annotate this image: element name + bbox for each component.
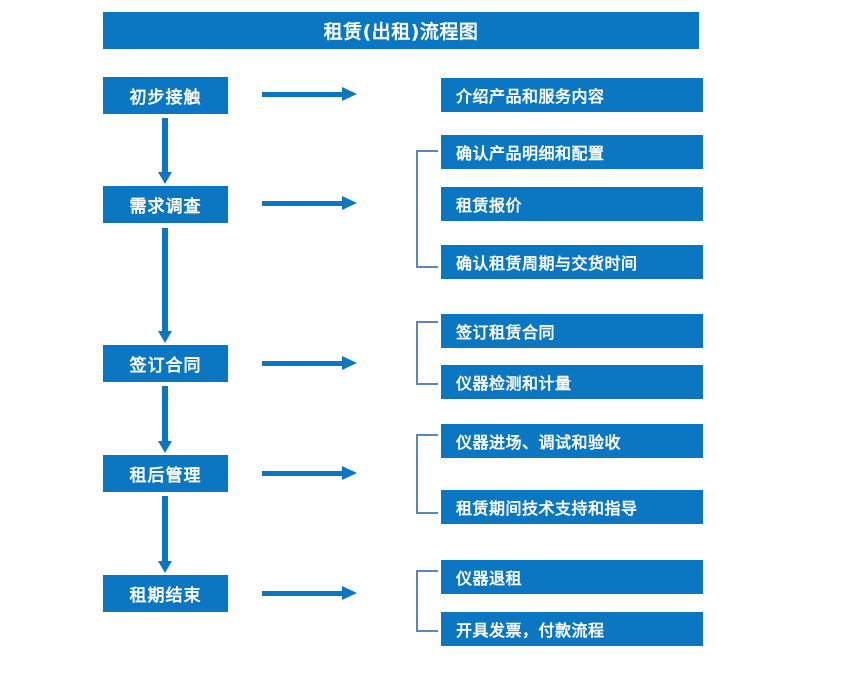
arrow-head-right-icon [342, 356, 357, 370]
arrow-shaft [162, 496, 168, 562]
arrow-shaft [162, 118, 168, 173]
detail-box-9[interactable]: 仪器退租 [441, 560, 703, 594]
arrow-shaft [162, 228, 168, 332]
page-title: 租赁(出租)流程图 [103, 12, 699, 49]
arrow-stage-3-to-stage-4 [158, 386, 172, 453]
detail-box-6[interactable]: 仪器检测和计量 [441, 365, 703, 399]
arrow-shaft [262, 201, 344, 206]
arrow-stage-1-to-stage-2 [158, 118, 172, 184]
detail-box-8[interactable]: 租赁期间技术支持和指导 [441, 490, 703, 524]
bracket-group-requirements [416, 150, 438, 268]
arrow-head-down-icon [158, 561, 172, 573]
detail-box-7[interactable]: 仪器进场、调试和验收 [441, 424, 703, 458]
stage-box-2[interactable]: 需求调查 [103, 186, 228, 223]
arrow-head-down-icon [158, 331, 172, 343]
arrow-head-right-icon [342, 196, 357, 210]
bracket-group-end-of-lease [416, 570, 438, 632]
stage-box-3[interactable]: 签订合同 [103, 345, 228, 382]
stage-box-5[interactable]: 租期结束 [103, 575, 228, 612]
stage-box-1[interactable]: 初步接触 [103, 77, 228, 114]
arrow-shaft [262, 92, 344, 97]
detail-box-10[interactable]: 开具发票，付款流程 [441, 612, 703, 646]
arrow-stage-2-to-details [262, 195, 358, 211]
detail-box-2[interactable]: 确认产品明细和配置 [441, 135, 703, 169]
arrow-head-down-icon [158, 441, 172, 453]
bracket-group-contract [416, 321, 438, 385]
arrow-shaft [262, 361, 344, 366]
arrow-head-down-icon [158, 172, 172, 184]
detail-box-4[interactable]: 确认租赁周期与交货时间 [441, 245, 703, 279]
arrow-shaft [262, 471, 344, 476]
arrow-stage-3-to-details [262, 355, 358, 371]
arrow-head-right-icon [342, 586, 357, 600]
arrow-stage-5-to-details [262, 585, 358, 601]
bracket-group-post-rental [416, 434, 438, 514]
arrow-head-right-icon [342, 466, 357, 480]
stage-box-4[interactable]: 租后管理 [103, 455, 228, 492]
arrow-stage-2-to-stage-3 [158, 228, 172, 343]
arrow-stage-4-to-details [262, 465, 358, 481]
arrow-stage-4-to-stage-5 [158, 496, 172, 573]
detail-box-5[interactable]: 签订租赁合同 [441, 314, 703, 348]
arrow-shaft [162, 386, 168, 442]
detail-box-1[interactable]: 介绍产品和服务内容 [441, 78, 703, 112]
arrow-shaft [262, 591, 344, 596]
arrow-head-right-icon [342, 87, 357, 101]
arrow-stage-1-to-details [262, 86, 358, 102]
detail-box-3[interactable]: 租赁报价 [441, 187, 703, 221]
